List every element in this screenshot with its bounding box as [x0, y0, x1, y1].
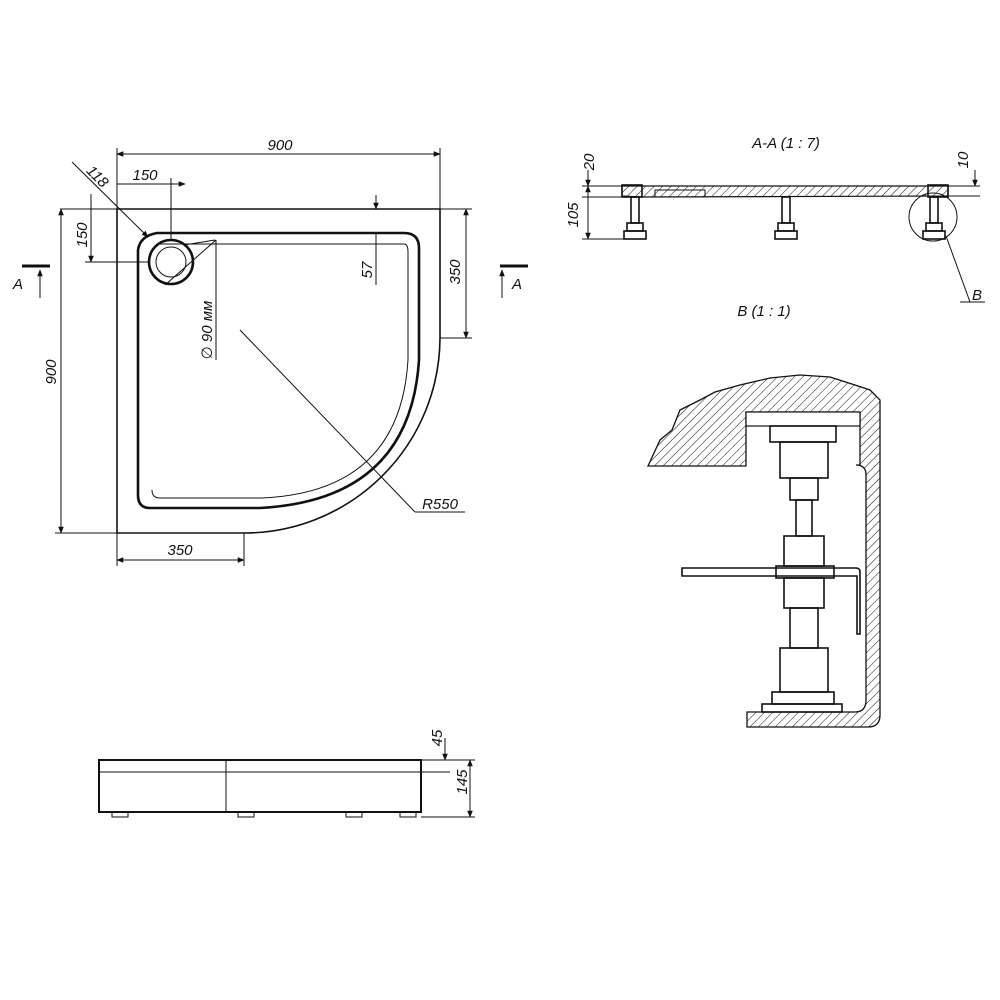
tray-section-body: [621, 185, 949, 198]
section-view: [582, 170, 985, 303]
dim-drain-diameter: ∅ 90 мм: [199, 301, 216, 360]
section-title: A-A (1 : 7): [751, 135, 820, 152]
detail-lower-foot: [761, 607, 843, 713]
detail-upper-nut: [769, 425, 837, 537]
section-dim-top-left: 20: [581, 153, 598, 171]
section-marker-right: [499, 264, 528, 298]
side-view: [98, 738, 475, 818]
tray-outline: [116, 208, 441, 534]
dim-drain-y: 150: [74, 222, 91, 248]
basin-inner-line: [151, 243, 409, 499]
basin-outline: [136, 231, 421, 510]
drain-inner-circle: [155, 246, 187, 278]
dim-height-left: 900: [43, 359, 60, 385]
plan-view: [22, 148, 528, 566]
detail-middle-nuts: [775, 535, 835, 609]
dim-drain-x: 150: [132, 167, 158, 184]
detail-b-circle: [908, 192, 958, 242]
dim-corner-offset: 118: [83, 162, 112, 191]
section-mark-left-label: A: [12, 276, 23, 293]
detail-callout: B: [972, 287, 982, 304]
side-dim-total: 145: [454, 769, 471, 795]
detail-bracket: [681, 567, 861, 635]
dim-bottom-straight: 350: [167, 542, 193, 559]
section-marker-left: [22, 264, 50, 298]
detail-title: B (1 : 1): [737, 303, 790, 320]
section-dim-top-right: 10: [955, 151, 972, 168]
section-dim-height: 105: [565, 202, 582, 228]
side-dim-rim: 45: [429, 729, 446, 746]
dim-radius: R550: [422, 496, 459, 513]
side-body: [98, 759, 422, 813]
dim-width-top: 900: [267, 137, 293, 154]
dim-edge-depth: 57: [359, 261, 376, 278]
detail-view: [646, 374, 881, 728]
section-mark-right-label: A: [511, 276, 522, 293]
leg-right: [922, 196, 946, 240]
dim-right-straight: 350: [447, 259, 464, 285]
leg-middle: [774, 196, 798, 240]
detail-tray-body: [646, 374, 881, 728]
leg-left: [623, 196, 647, 240]
